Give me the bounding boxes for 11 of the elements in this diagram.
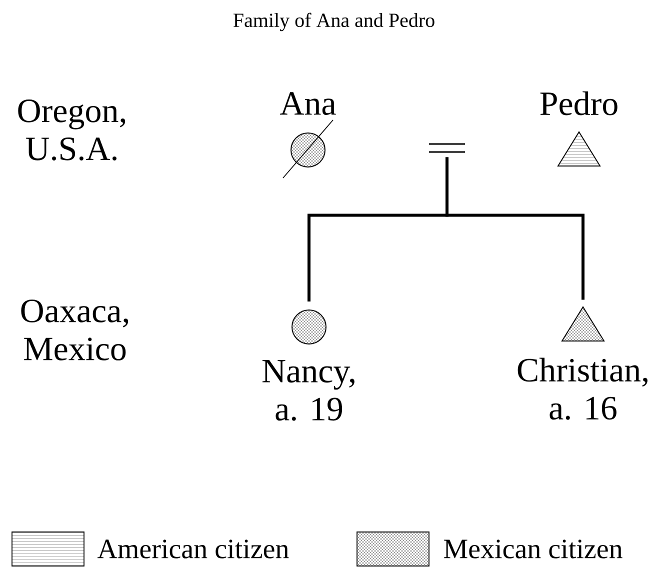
marriage-sign xyxy=(429,143,465,153)
person-name: Christian, a. 16 xyxy=(518,358,648,420)
place-label: Oregon, U.S.A. xyxy=(18,100,126,160)
place-label: Oaxaca, Mexico xyxy=(21,300,128,360)
person-name: Ana xyxy=(280,92,336,115)
person-name: Nancy, a. 19 xyxy=(262,360,354,421)
title: Family of Ana and Pedro xyxy=(234,12,434,32)
person-name: Pedro xyxy=(540,91,618,116)
legend-text: American citizen xyxy=(97,540,289,558)
descent-line xyxy=(446,157,584,300)
legend-text: Mexican citizen xyxy=(444,540,622,558)
